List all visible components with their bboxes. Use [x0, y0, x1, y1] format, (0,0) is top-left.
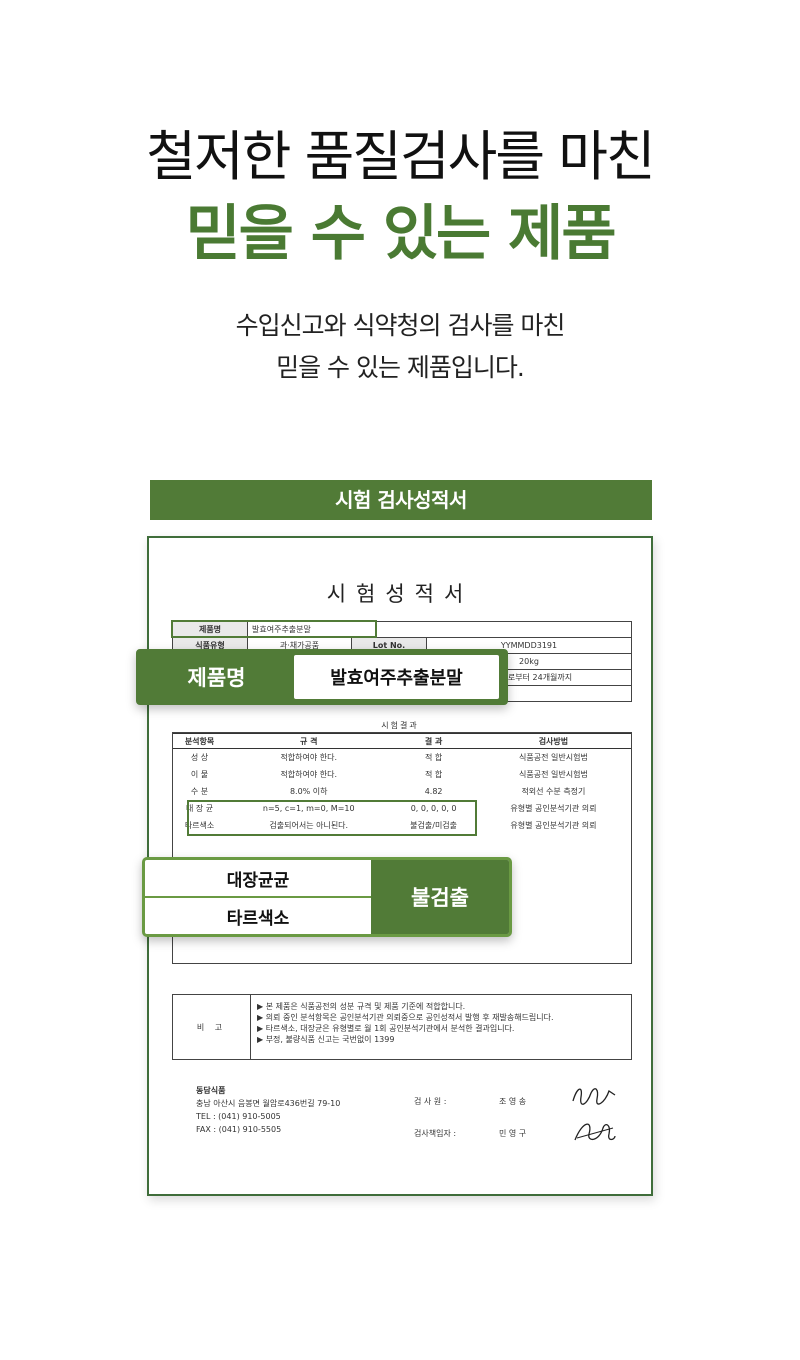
inspector-label: 검 사 원 : — [414, 1097, 447, 1106]
callout-product-label: 제품명 — [187, 666, 246, 690]
callout-result: 불검출 — [371, 860, 509, 934]
subtitle-line1: 수입신고와 식약청의 검사를 마친 — [235, 311, 566, 340]
results-cell: n=5, c=1, m=0, M=10 — [262, 803, 355, 813]
results-header: 규 격 — [226, 733, 392, 749]
results-cell: 적 합 — [424, 752, 443, 762]
inspector-signature — [572, 1088, 616, 1105]
remarks-label: 비 고 — [173, 995, 251, 1059]
results-header: 결 과 — [391, 733, 476, 749]
bacteria-result-callout: 대장균균 타르색소 불검출 — [142, 857, 512, 937]
callout-product-value: 발효여주추출분말 — [294, 655, 499, 699]
company-tel: TEL : (041) 910-5005 — [196, 1112, 281, 1121]
manager-label: 검사책임자 : — [414, 1129, 457, 1138]
company-fax: FAX : (041) 910-5505 — [196, 1125, 282, 1134]
results-cell: 이 물 — [190, 769, 209, 779]
results-cell: 대 장 균 — [185, 803, 214, 813]
results-cell: 유형별 공인분석기관 의뢰 — [510, 820, 597, 830]
results-table: 분석항목 규 격 결 과 검사방법 성 상 적합하여야 한다. 적 합 식품공전… — [173, 733, 631, 834]
callout-item-bacteria: 대장균균 — [145, 860, 371, 898]
callout-item-tar: 타르색소 — [226, 908, 290, 929]
remark-line: ▶ 타르색소, 대장균은 유형별로 월 1회 공인분석기관에서 분석한 결과입니… — [257, 1024, 515, 1033]
results-label: 시험결과 — [381, 721, 419, 730]
product-highlight — [171, 620, 377, 638]
results-header: 분석항목 — [173, 733, 227, 749]
product-name-callout: 제품명 발효여주추출분말 — [136, 649, 508, 705]
manager-name: 민 영 구 — [499, 1129, 527, 1138]
results-cell: 불검출/미검출 — [410, 820, 458, 830]
results-cell: 검출되어서는 아니된다. — [269, 820, 349, 830]
company-name: 동담식품 — [196, 1086, 226, 1095]
headline-line1: 철저한 품질검사를 마친 — [146, 125, 655, 188]
results-cell: 4.82 — [424, 786, 443, 796]
results-cell: 유형별 공인분석기관 의뢰 — [510, 803, 597, 813]
table-row: 이 물 적합하여야 한다. 적 합 식품공전 일반시험법 — [173, 766, 631, 783]
results-cell: 적합하여야 한다. — [280, 752, 338, 762]
certificate-banner: 시험 검사성적서 — [150, 480, 652, 520]
remark-line: ▶ 의뢰 중인 분석항목은 공인분석기관 의뢰중으로 공인성적서 발행 후 재발… — [257, 1013, 554, 1022]
subtitle-line2: 믿을 수 있는 제품입니다. — [276, 353, 525, 382]
table-row: 타르색소 검출되어서는 아니된다. 불검출/미검출 유형별 공인분석기관 의뢰 — [173, 817, 631, 834]
headline-line2: 믿을 수 있는 제품 — [185, 199, 616, 269]
results-cell: 적외선 수분 측정기 — [521, 786, 586, 796]
results-cell: 0, 0, 0, 0, 0 — [410, 803, 457, 813]
company-info: 동담식품 충남 아산시 음봉면 월암로436번길 79-10 TEL : (04… — [196, 1084, 340, 1136]
certificate-title: 시험성적서 — [326, 582, 474, 606]
results-box: 분석항목 규 격 결 과 검사방법 성 상 적합하여야 한다. 적 합 식품공전… — [172, 732, 632, 964]
manager-signature — [574, 1123, 616, 1141]
table-row: 성 상 적합하여야 한다. 적 합 식품공전 일반시험법 — [173, 749, 631, 766]
results-cell: 성 상 — [190, 752, 209, 762]
company-address: 충남 아산시 음봉면 월암로436번길 79-10 — [196, 1099, 341, 1108]
results-cell: 식품공전 일반시험법 — [519, 752, 588, 762]
remark-line: ▶ 부정, 불량식품 신고는 국번없이 1399 — [257, 1035, 395, 1044]
remarks-box: 비 고 ▶ 본 제품은 식품공전의 성분 규격 및 제품 기준에 적합합니다. … — [172, 994, 632, 1060]
table-row: 대 장 균 n=5, c=1, m=0, M=10 0, 0, 0, 0, 0 … — [173, 800, 631, 817]
results-cell: 타르색소 — [184, 820, 215, 830]
inspector-name: 조 영 송 — [499, 1097, 527, 1106]
results-cell: 식품공전 일반시험법 — [519, 769, 588, 779]
results-cell: 8.0% 이하 — [289, 786, 328, 796]
table-row: 수 분 8.0% 이하 4.82 적외선 수분 측정기 — [173, 783, 631, 800]
remark-line: ▶ 본 제품은 식품공전의 성분 규격 및 제품 기준에 적합합니다. — [257, 1002, 466, 1011]
bacteria-highlight — [187, 800, 477, 836]
results-cell: 적합하여야 한다. — [280, 769, 338, 779]
results-cell: 수 분 — [190, 786, 209, 796]
results-header: 검사방법 — [475, 733, 631, 749]
results-cell: 적 합 — [424, 769, 443, 779]
